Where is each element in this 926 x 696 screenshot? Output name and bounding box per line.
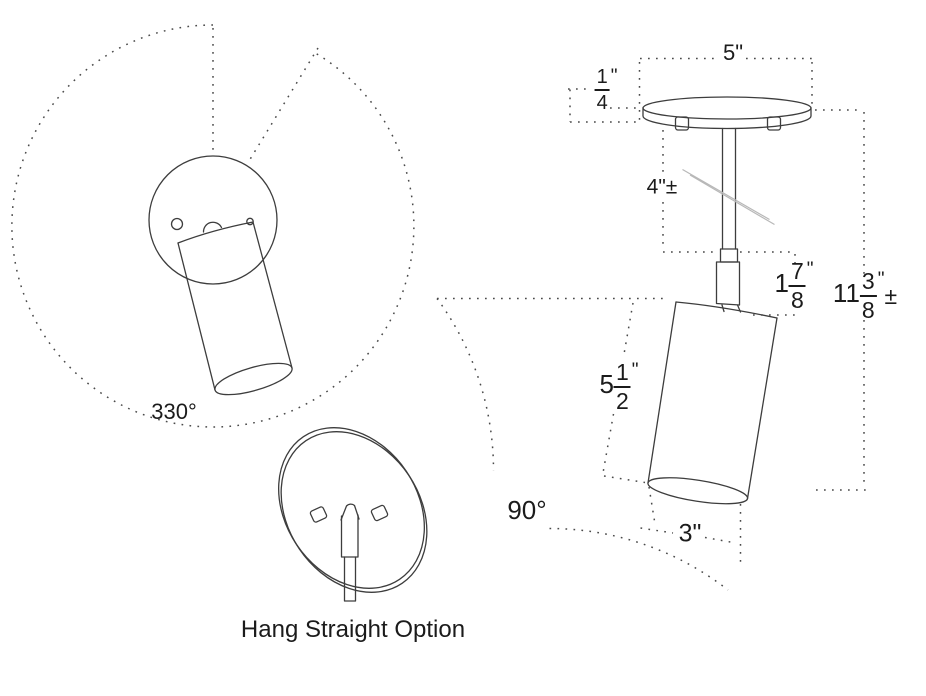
fraction: 3 8 — [859, 270, 877, 323]
rotation-angle-value: 330° — [151, 399, 197, 424]
rotation-end-line — [248, 47, 319, 162]
rotation-angle-label: 330° — [151, 401, 197, 423]
fraction-denominator: 4 — [596, 92, 608, 114]
whole-number: 11 — [832, 278, 860, 308]
fraction-denominator: 8 — [861, 297, 875, 323]
canopy-side-view — [642, 96, 812, 120]
rotation-arc-330 — [11, 24, 415, 428]
fraction-denominator: 2 — [615, 388, 629, 414]
dim-canopy-diameter-value: 5" — [722, 40, 744, 65]
hang-straight-caption: Hang Straight Option — [241, 618, 465, 642]
fraction-denominator: 8 — [790, 287, 804, 313]
dim-shade-length-label: 5 1 2 " — [599, 361, 638, 413]
screw-slot-right — [370, 504, 389, 522]
cylinder-side-view — [647, 301, 778, 505]
dim-line-stem-length — [662, 130, 795, 253]
dim-shade-diameter-label: 3" — [678, 519, 702, 548]
dim-line-shade-length — [602, 302, 646, 484]
cylinder-open-end — [214, 362, 293, 396]
dim-canopy-thickness-label: 1 4 " — [594, 66, 618, 114]
whole-number: 5 — [599, 369, 614, 399]
swivel-sleeve — [715, 261, 741, 306]
fraction: 7 8 — [788, 260, 806, 313]
plan-view-figure — [11, 24, 415, 428]
dim-shade-diameter-value: 3" — [678, 519, 702, 548]
dim-line-canopy-thickness — [568, 88, 639, 123]
swivel-barrel — [340, 514, 359, 558]
break-symbol — [682, 168, 775, 226]
cylinder-top-view — [177, 217, 293, 396]
fraction: 1 4 — [594, 67, 610, 114]
inch-mark: " — [610, 66, 618, 87]
dim-line-overall-height — [815, 109, 866, 491]
stem-straight — [343, 556, 357, 602]
cylinder-open-end — [647, 477, 749, 505]
inch-mark: " — [877, 269, 885, 290]
swivel-ball — [340, 503, 360, 521]
fraction-numerator: 7 — [788, 260, 806, 287]
screw-slot-left — [309, 506, 328, 523]
canopy-rim — [642, 107, 812, 130]
dim-line-swivel-height — [753, 254, 796, 316]
screw-hole — [170, 217, 184, 231]
inch-mark: " — [806, 259, 814, 280]
dim-stem-length-label: 4"± — [647, 177, 678, 198]
tilt-angle-value: 90° — [507, 495, 547, 525]
swivel-knuckle — [202, 221, 223, 233]
canopy-rim — [278, 427, 425, 589]
fraction: 1 2 — [613, 361, 631, 414]
fraction-numerator: 1 — [613, 361, 631, 388]
canopy-top-view — [148, 155, 278, 285]
whole-number: 1 — [774, 268, 789, 298]
hang-straight-caption-text: Hang Straight Option — [240, 616, 466, 643]
tilt-angle-label: 90° — [507, 497, 546, 523]
plus-minus-mark: ± — [884, 282, 898, 309]
fraction-numerator: 3 — [859, 270, 877, 297]
dim-swivel-height-label: 1 7 8 " — [774, 260, 813, 312]
dimension-lines — [436, 57, 866, 591]
dim-canopy-diameter-label: 5" — [723, 42, 743, 64]
side-view-figure — [642, 96, 812, 505]
stem-rod — [721, 127, 737, 250]
fraction-numerator: 1 — [594, 67, 610, 91]
tilt-arc-90 — [436, 298, 729, 591]
inch-mark: " — [631, 360, 639, 381]
dim-stem-length-value: 4"± — [646, 175, 678, 199]
canopy-screw-left — [674, 116, 690, 131]
hang-straight-figure — [278, 427, 428, 602]
canopy-screw-right — [766, 116, 782, 131]
dim-overall-height-label: 11 3 8 " ± — [833, 270, 897, 322]
stem-collar — [719, 248, 739, 263]
